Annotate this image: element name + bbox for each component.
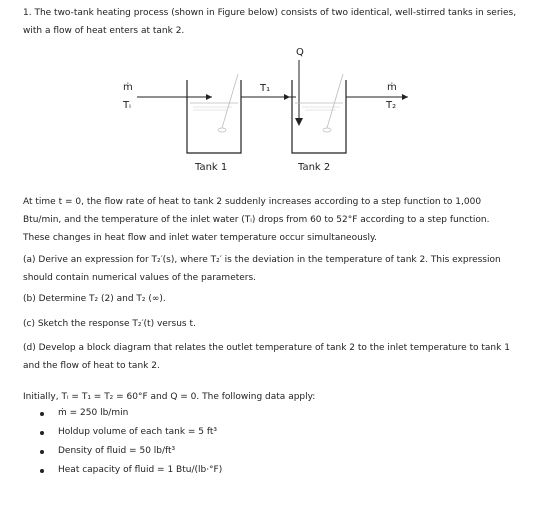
- inlet-arrow-head: [206, 94, 212, 100]
- stirrer-blade-1: [217, 127, 227, 133]
- ti-left-label: Tᵢ: [122, 100, 131, 111]
- stirrer-blade-2: [322, 127, 332, 133]
- question-d: (d) Develop a block diagram that relates…: [23, 343, 510, 371]
- heat-arrow-head: [295, 118, 303, 126]
- problem-intro: 1. The two-tank heating process (shown i…: [23, 8, 517, 36]
- t1-label: T₁: [259, 83, 270, 94]
- question-a: (a) Derive an expression for T₂′(s), whe…: [23, 255, 501, 283]
- outlet-arrow-head: [402, 94, 408, 100]
- stirrer-shaft-2: [326, 73, 344, 129]
- initial-conditions: Initially, Tᵢ = T₁ = T₂ = 60°F and Q = 0…: [23, 392, 316, 402]
- step-change-description: At time t = 0, the flow rate of heat to …: [23, 197, 490, 243]
- question-b: (b) Determine T₂ (2) and T₂ (∞).: [23, 294, 166, 304]
- tank-1-label: Tank 1: [194, 162, 227, 173]
- connecting-arrow-head: [284, 94, 290, 100]
- tank-2-label: Tank 2: [297, 162, 330, 173]
- tank-2: [291, 73, 347, 154]
- t2-right-label: T₂: [385, 100, 396, 111]
- question-c: (c) Sketch the response T₂′(t) versus t.: [23, 319, 196, 329]
- q-label: Q: [296, 47, 304, 58]
- list-item: Heat capacity of fluid = 1 Btu/(lb·°F): [36, 461, 222, 480]
- two-tank-diagram: Q ṁ Tᵢ Tank 1 T₁ Tank 2 ṁ T₂: [122, 47, 408, 173]
- mdot-right-label: ṁ: [387, 82, 397, 93]
- list-item: ṁ = 250 lb/min: [36, 404, 222, 423]
- list-item: Density of fluid = 50 lb/ft³: [36, 442, 222, 461]
- mdot-left-label: ṁ: [123, 82, 133, 93]
- tank-1: [186, 73, 242, 154]
- stirrer-shaft-1: [221, 73, 239, 129]
- list-item: Holdup volume of each tank = 5 ft³: [36, 423, 222, 442]
- data-list: ṁ = 250 lb/min Holdup volume of each tan…: [36, 404, 222, 480]
